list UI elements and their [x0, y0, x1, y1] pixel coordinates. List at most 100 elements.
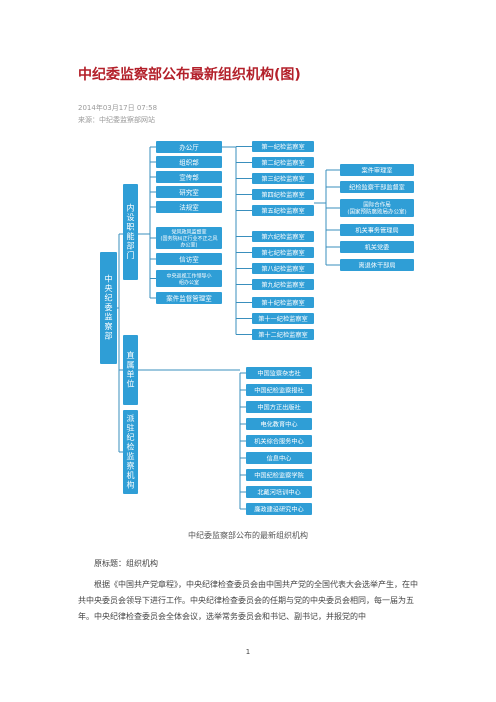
dept-box-1 — [156, 156, 222, 168]
group-box-direct-char: 属 — [127, 360, 135, 369]
unit-box-8 — [246, 503, 312, 515]
unit-box-5 — [246, 452, 312, 464]
room-box-10 — [252, 297, 314, 308]
unit-box-0 — [246, 367, 312, 379]
dept-box-7-label: 组办公室 — [179, 279, 199, 286]
root-box-char: 部 — [105, 331, 113, 341]
root-box-char: 监 — [105, 312, 113, 322]
group-box-dispatched-char: 检 — [127, 441, 135, 451]
unit-box-1-label: 中国纪检监察报社 — [254, 386, 304, 394]
room-box-12 — [252, 329, 314, 340]
group-box-internal — [123, 184, 138, 280]
room-box-4-label: 第四纪检监察室 — [261, 191, 304, 199]
unit-box-3-label: 电化教育中心 — [260, 420, 297, 428]
right-box-3 — [340, 224, 414, 236]
room-box-7 — [252, 247, 314, 258]
room-box-5 — [252, 205, 314, 216]
dept-box-8-label: 案件监督管理室 — [166, 294, 212, 303]
room-box-8-label: 第八纪检监察室 — [261, 265, 304, 273]
dept-box-8 — [156, 292, 222, 304]
group-box-internal-char: 内 — [127, 202, 135, 212]
group-box-dispatched-char: 纪 — [127, 432, 135, 442]
group-box-internal-char: 职 — [127, 222, 135, 231]
room-box-3-label: 第三纪检监察室 — [261, 175, 304, 183]
unit-box-0-label: 中国监察杂志社 — [257, 369, 300, 377]
group-box-direct-char: 位 — [127, 378, 135, 388]
unit-box-4 — [246, 435, 312, 447]
dept-box-2 — [156, 171, 222, 183]
room-box-11 — [252, 313, 314, 324]
unit-box-7 — [246, 486, 312, 498]
dept-box-0-label: 办公厅 — [179, 143, 199, 152]
room-box-3 — [252, 173, 314, 184]
room-box-2 — [252, 157, 314, 168]
unit-box-3 — [246, 418, 312, 430]
room-box-12-label: 第十二纪检监察室 — [258, 331, 308, 339]
right-box-5-label: 离退休干部局 — [358, 261, 395, 269]
right-box-1 — [340, 181, 414, 193]
dept-box-7-label: 中央巡视工作领导小 — [166, 272, 211, 279]
dept-box-5-label: 办公室) — [181, 242, 198, 249]
dept-box-4 — [156, 201, 222, 213]
dept-box-6-label: 信访室 — [179, 255, 199, 264]
dept-box-3-label: 研究室 — [179, 188, 199, 197]
room-box-8 — [252, 263, 314, 274]
dept-box-4-label: 法规室 — [179, 203, 199, 212]
right-box-0-label: 案件审理室 — [362, 166, 393, 174]
dept-box-6 — [156, 253, 222, 265]
unit-box-5-label: 信息中心 — [267, 454, 292, 462]
article-title: 中纪委监察部公布最新组织机构(图) — [78, 67, 301, 83]
right-box-5 — [340, 259, 414, 271]
group-box-dispatched-char: 派 — [127, 414, 135, 423]
root-box — [100, 252, 117, 364]
right-box-1-label: 纪检监察干部监督室 — [349, 183, 405, 191]
dept-box-5-label: 党风政风监督室 — [171, 229, 206, 236]
group-box-internal-char: 部 — [127, 240, 135, 250]
group-box-internal-char: 能 — [127, 231, 135, 241]
dept-box-5 — [156, 227, 222, 249]
figure-caption: 中纪委监察部公布的最新组织机构 — [188, 531, 308, 540]
group-box-internal-char: 设 — [127, 212, 135, 222]
group-box-direct — [123, 335, 138, 405]
room-box-9-label: 第九纪检监察室 — [261, 281, 304, 289]
dept-box-5-label: (国务院纠正行业不正之风 — [161, 235, 218, 242]
group-box-internal-char: 门 — [127, 250, 135, 260]
right-box-2-label: (国家预防腐败局办公室) — [347, 208, 406, 216]
group-box-dispatched-char: 机 — [127, 470, 135, 480]
paragraph-original-title: 原标题：组织机构 — [94, 559, 158, 568]
unit-box-6-label: 中国纪检监察学院 — [254, 471, 304, 479]
dept-box-0 — [156, 141, 222, 153]
group-box-direct-char: 单 — [127, 369, 135, 379]
dept-box-7 — [156, 270, 222, 287]
dept-box-2-label: 宣传部 — [179, 173, 199, 182]
room-box-5-label: 第五纪检监察室 — [261, 207, 304, 215]
right-box-2 — [340, 199, 414, 217]
unit-box-8-label: 廉政建设研究中心 — [254, 505, 304, 513]
room-box-4 — [252, 189, 314, 200]
unit-box-7-label: 北戴河培训中心 — [257, 488, 300, 496]
root-box-char: 央 — [105, 283, 113, 293]
room-box-7-label: 第七纪检监察室 — [261, 249, 304, 257]
unit-box-2 — [246, 401, 312, 413]
right-box-2-label: 国际合作局 — [363, 201, 391, 209]
article-source: 来源：中纪委监察部网站 — [78, 116, 155, 124]
unit-box-2-label: 中国方正出版社 — [257, 403, 300, 411]
dept-box-1-label: 组织部 — [179, 158, 199, 167]
room-box-1 — [252, 141, 314, 152]
unit-box-1 — [246, 384, 312, 396]
paragraph-body: 根据《中国共产党章程》，中央纪律检查委员会由中国共产党的全国代表大会选举产生，在… — [78, 580, 418, 621]
right-box-4-label: 机关党委 — [365, 243, 390, 251]
article-date: 2014年03月17日 07:58 — [78, 104, 158, 112]
room-box-11-label: 第十一纪检监察室 — [258, 315, 308, 323]
root-box-char: 纪 — [105, 293, 113, 303]
group-box-dispatched — [123, 410, 138, 494]
unit-box-4-label: 机关综合服务中心 — [254, 437, 304, 445]
group-box-direct-char: 直 — [127, 350, 135, 360]
room-box-9 — [252, 279, 314, 290]
root-box-char: 察 — [105, 321, 113, 331]
root-box-char: 委 — [105, 302, 113, 312]
root-box-char: 中 — [105, 274, 113, 284]
room-box-10-label: 第十纪检监察室 — [261, 299, 304, 307]
page-number: 1 — [245, 648, 251, 656]
